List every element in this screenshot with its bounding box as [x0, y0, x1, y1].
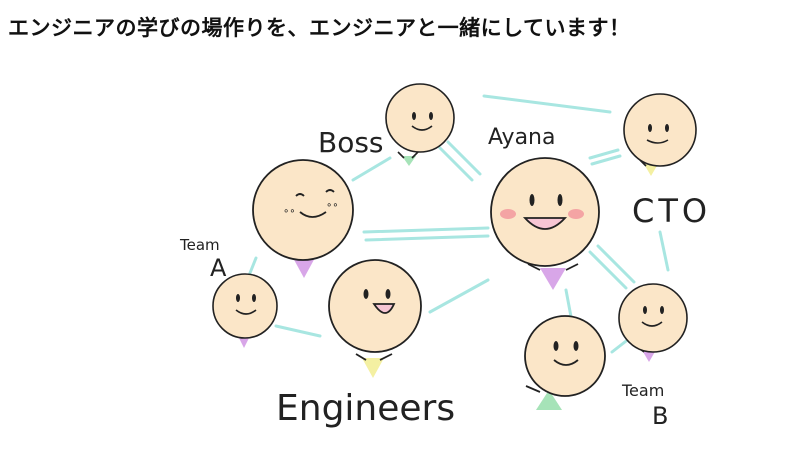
ayana-character: [490, 157, 600, 290]
label-team-b-line1: Team: [621, 381, 664, 400]
body-shape: [536, 390, 562, 410]
connector-line: [351, 156, 392, 182]
cto-character: [623, 93, 697, 176]
connector-line: [588, 148, 620, 160]
boss-character: [385, 83, 455, 166]
member-character: ∘∘ ∘∘: [252, 159, 354, 278]
connector-line: [596, 244, 636, 284]
connector-line: [428, 278, 490, 314]
connector-line: [482, 94, 612, 114]
connector-line: [446, 140, 482, 176]
label-team-a-line1: Team: [179, 236, 220, 254]
face-shape: [524, 315, 606, 397]
face-shape: [385, 83, 455, 153]
connector-line: [362, 226, 490, 234]
body-shape: [644, 164, 658, 176]
connector-line: [274, 324, 322, 338]
connector-line: [364, 234, 490, 242]
body-shape: [540, 268, 566, 290]
label-cto: CTO: [632, 192, 711, 230]
face-shape: [618, 283, 688, 353]
body-shape: [642, 350, 656, 362]
label-team-b-line2: B: [652, 402, 668, 430]
label-engineers: Engineers: [276, 388, 455, 429]
page-headline: エンジニアの学びの場作りを、エンジニアと一緒にしています！: [8, 16, 631, 40]
face-shape: [252, 159, 354, 261]
connector-lines: [246, 94, 670, 354]
svg-text:∘∘: ∘∘: [283, 206, 296, 217]
connector-line: [588, 250, 628, 290]
label-ayana: Ayana: [488, 125, 555, 150]
connector-line: [590, 154, 622, 166]
body-shape: [292, 256, 316, 278]
face-shape: [490, 157, 600, 267]
label-team-a-line2: A: [210, 254, 227, 282]
label-boss: Boss: [318, 126, 384, 159]
connector-line: [658, 230, 670, 272]
team-b-character: [618, 283, 688, 362]
member-character: [524, 315, 606, 410]
engineers-character: [328, 259, 422, 378]
team-a-character: [212, 273, 278, 348]
face-shape: [212, 273, 278, 339]
connector-line: [438, 146, 474, 182]
body-shape: [362, 358, 384, 378]
face-shape: [623, 93, 697, 167]
svg-text:∘∘: ∘∘: [326, 200, 339, 211]
